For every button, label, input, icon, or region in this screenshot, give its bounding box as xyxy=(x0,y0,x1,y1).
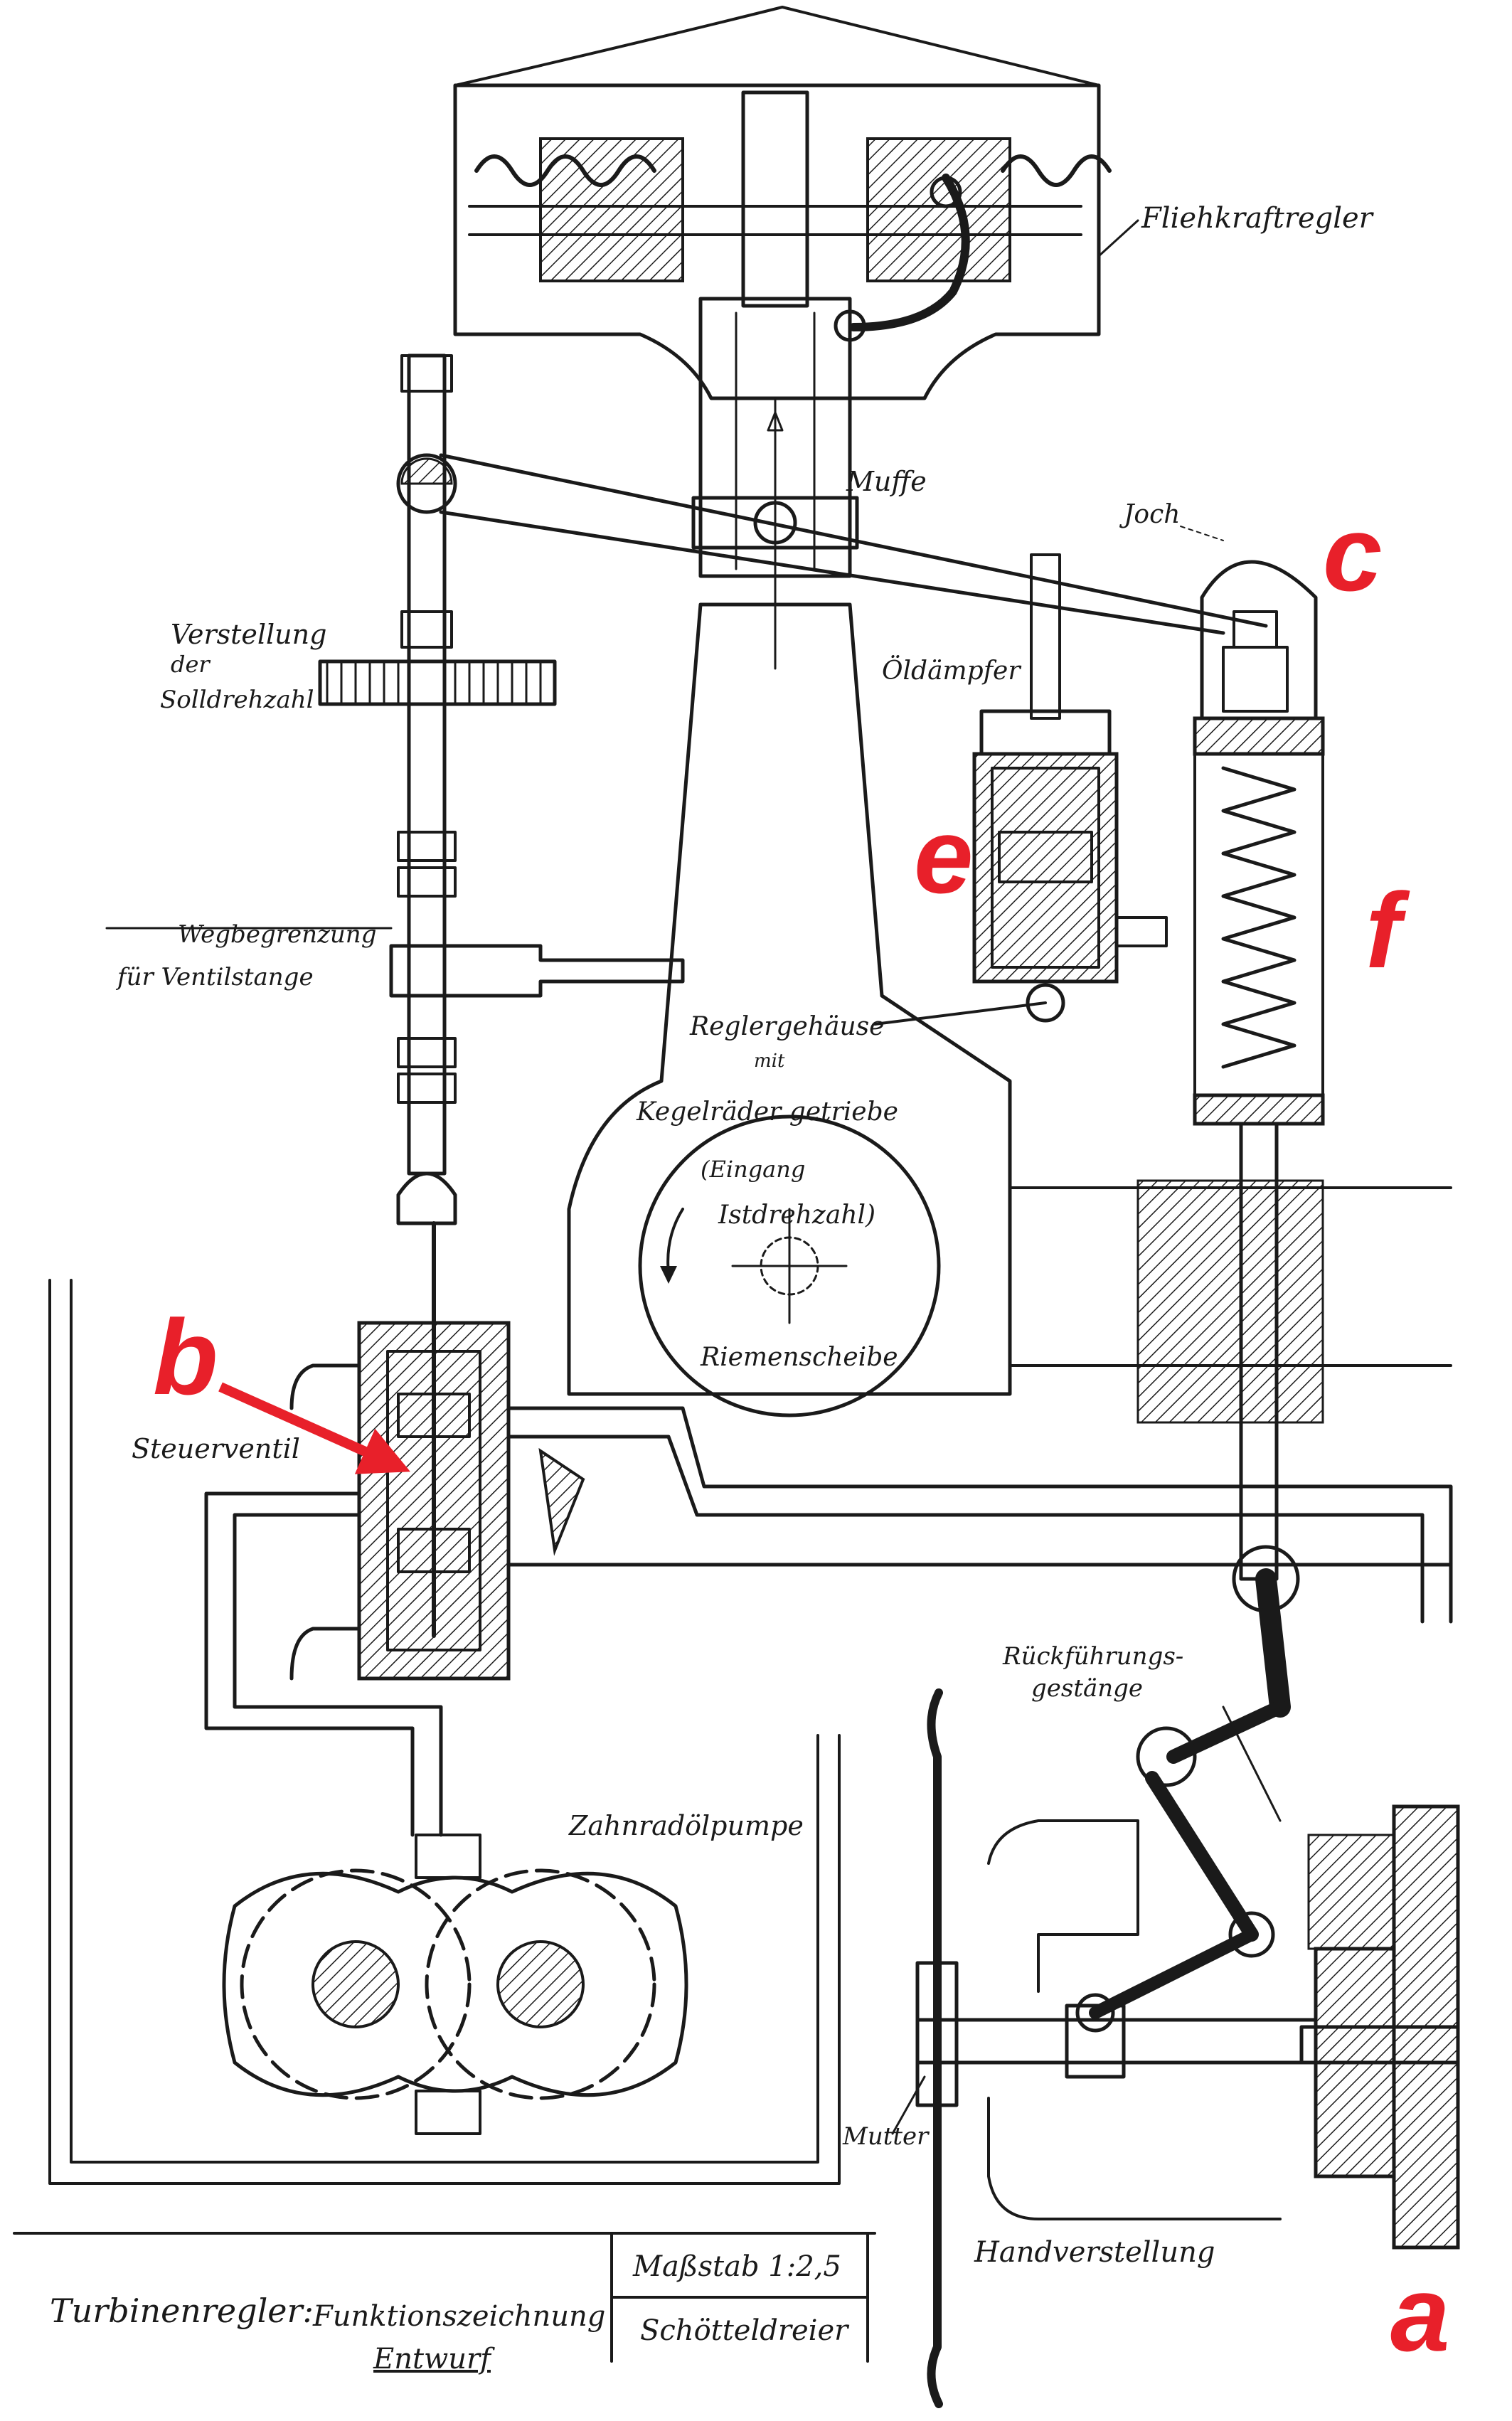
label-eingang-2: Istdrehzahl) xyxy=(718,1201,875,1230)
label-kegelraeder-1: mit xyxy=(754,1050,785,1072)
marker-c: c xyxy=(1323,494,1382,613)
label-verstellung-3: Solldrehzahl xyxy=(160,686,314,714)
label-mutter: Mutter xyxy=(842,2122,930,2151)
label-rueckfuehrung-1: Rückführungs- xyxy=(1002,1642,1183,1671)
marker-f: f xyxy=(1365,871,1410,990)
drawing-status: Entwurf xyxy=(373,2343,495,2375)
label-verstellung-1: Verstellung xyxy=(171,619,326,650)
handverstellung xyxy=(915,1688,1460,2408)
label-eingang-1: (Eingang xyxy=(701,1156,805,1183)
rueckfuehrungsgestaenge xyxy=(1075,1568,1291,2033)
marker-e: e xyxy=(914,796,973,915)
label-reglergehaeuse: Reglergehäuse xyxy=(689,1012,884,1041)
ventilstange-rod xyxy=(318,353,685,1225)
feder-saeule xyxy=(1193,560,1325,1613)
marker-b: b xyxy=(153,1297,218,1417)
label-wegbegrenzung-1: Wegbegrenzung xyxy=(178,920,376,949)
oeldaempfer xyxy=(873,553,1168,1026)
label-riemenscheibe: Riemenscheibe xyxy=(700,1343,898,1372)
marker-b-arrow xyxy=(218,1382,410,1474)
drawing-subtitle: Funktionszeichnung xyxy=(312,2300,605,2333)
marker-a: a xyxy=(1390,2254,1449,2373)
drawing-author: Schötteldreier xyxy=(640,2314,850,2347)
joch-lever xyxy=(396,453,1268,635)
reglergehaeuse-housing xyxy=(567,602,1452,1424)
label-rueckfuehrung-2: gestänge xyxy=(1031,1674,1143,1703)
label-kegelraeder-2: Kegelräder getriebe xyxy=(636,1097,898,1127)
label-oeldaempfer: Öldämpfer xyxy=(882,656,1021,686)
oil-tank xyxy=(48,1279,841,2185)
steuerventil-valve xyxy=(357,1221,585,1681)
drawing-title: Turbinenregler: xyxy=(50,2292,314,2330)
label-zahnradoelpumpe: Zahnradölpumpe xyxy=(568,1810,804,1841)
muffe-spindle xyxy=(691,297,859,670)
label-handverstellung: Handverstellung xyxy=(974,2236,1215,2269)
label-fliehkraftregler: Fliehkraftregler xyxy=(1141,202,1375,235)
label-muffe: Muffe xyxy=(846,466,927,497)
oil-piping xyxy=(204,1363,1453,1837)
title-block xyxy=(13,2232,876,2363)
label-verstellung-2: der xyxy=(171,651,211,678)
fliehkraftregler-assembly xyxy=(453,6,1112,400)
label-steuerventil: Steuerventil xyxy=(132,1433,300,1464)
label-wegbegrenzung-2: für Ventilstange xyxy=(115,963,314,991)
drawing-scale: Maßstab 1:2,5 xyxy=(632,2250,841,2283)
zahnradoelpumpe xyxy=(222,1834,688,2135)
label-joch: Joch xyxy=(1119,500,1180,529)
